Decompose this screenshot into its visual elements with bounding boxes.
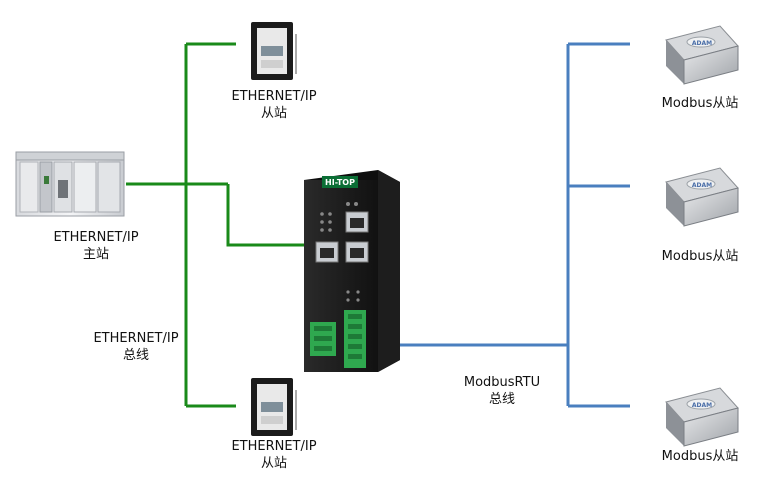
slave-bottom-label-line-2: 从站	[260, 456, 287, 471]
modbus-slave-2-label: Modbus从站	[661, 249, 739, 264]
gateway-brand-label: HI-TOP	[325, 178, 355, 187]
modbus-bus-label: ModbusRTU 总线	[450, 374, 554, 408]
adam-module-icon: ADAM	[665, 167, 739, 227]
modbus-slave-1-label: Modbus从站	[661, 96, 739, 111]
ethernet-bus-label-line-1: ETHERNET/IP	[93, 331, 179, 346]
plc-rack-icon	[15, 151, 125, 217]
adam-brand-label: ADAM	[692, 40, 712, 47]
modbus-bus	[398, 42, 630, 408]
slave-bottom-label: ETHERNET/IP 从站	[222, 438, 326, 472]
adam-brand-label: ADAM	[692, 182, 712, 189]
adam-brand-label: ADAM	[692, 402, 712, 409]
servo-drive-icon	[251, 378, 297, 436]
slave-top-label-line-1: ETHERNET/IP	[231, 89, 317, 104]
modbus-slave-3-label: Modbus从站	[661, 449, 739, 464]
ethernet-bus	[126, 42, 312, 408]
master-label-line-1: ETHERNET/IP	[53, 230, 139, 245]
modbus-bus-label-line-2: 总线	[488, 392, 515, 407]
master-label-line-2: 主站	[82, 247, 109, 262]
ethernet-bus-label: ETHERNET/IP 总线	[84, 330, 188, 364]
modbus-bus-label-line-1: ModbusRTU	[463, 375, 541, 390]
master-label: ETHERNET/IP 主站	[44, 229, 148, 263]
servo-drive-icon	[251, 22, 297, 80]
ethernet-bus-label-line-2: 总线	[122, 348, 149, 363]
slave-top-label-line-2: 从站	[260, 106, 287, 121]
slave-top-label: ETHERNET/IP 从站	[222, 88, 326, 122]
gateway-brand-badge	[322, 176, 358, 188]
adam-module-icon: ADAM	[665, 25, 739, 85]
adam-module-icon: ADAM	[665, 387, 739, 447]
gateway-device-icon: HI-TOP	[304, 170, 400, 372]
slave-bottom-label-line-1: ETHERNET/IP	[231, 439, 317, 454]
